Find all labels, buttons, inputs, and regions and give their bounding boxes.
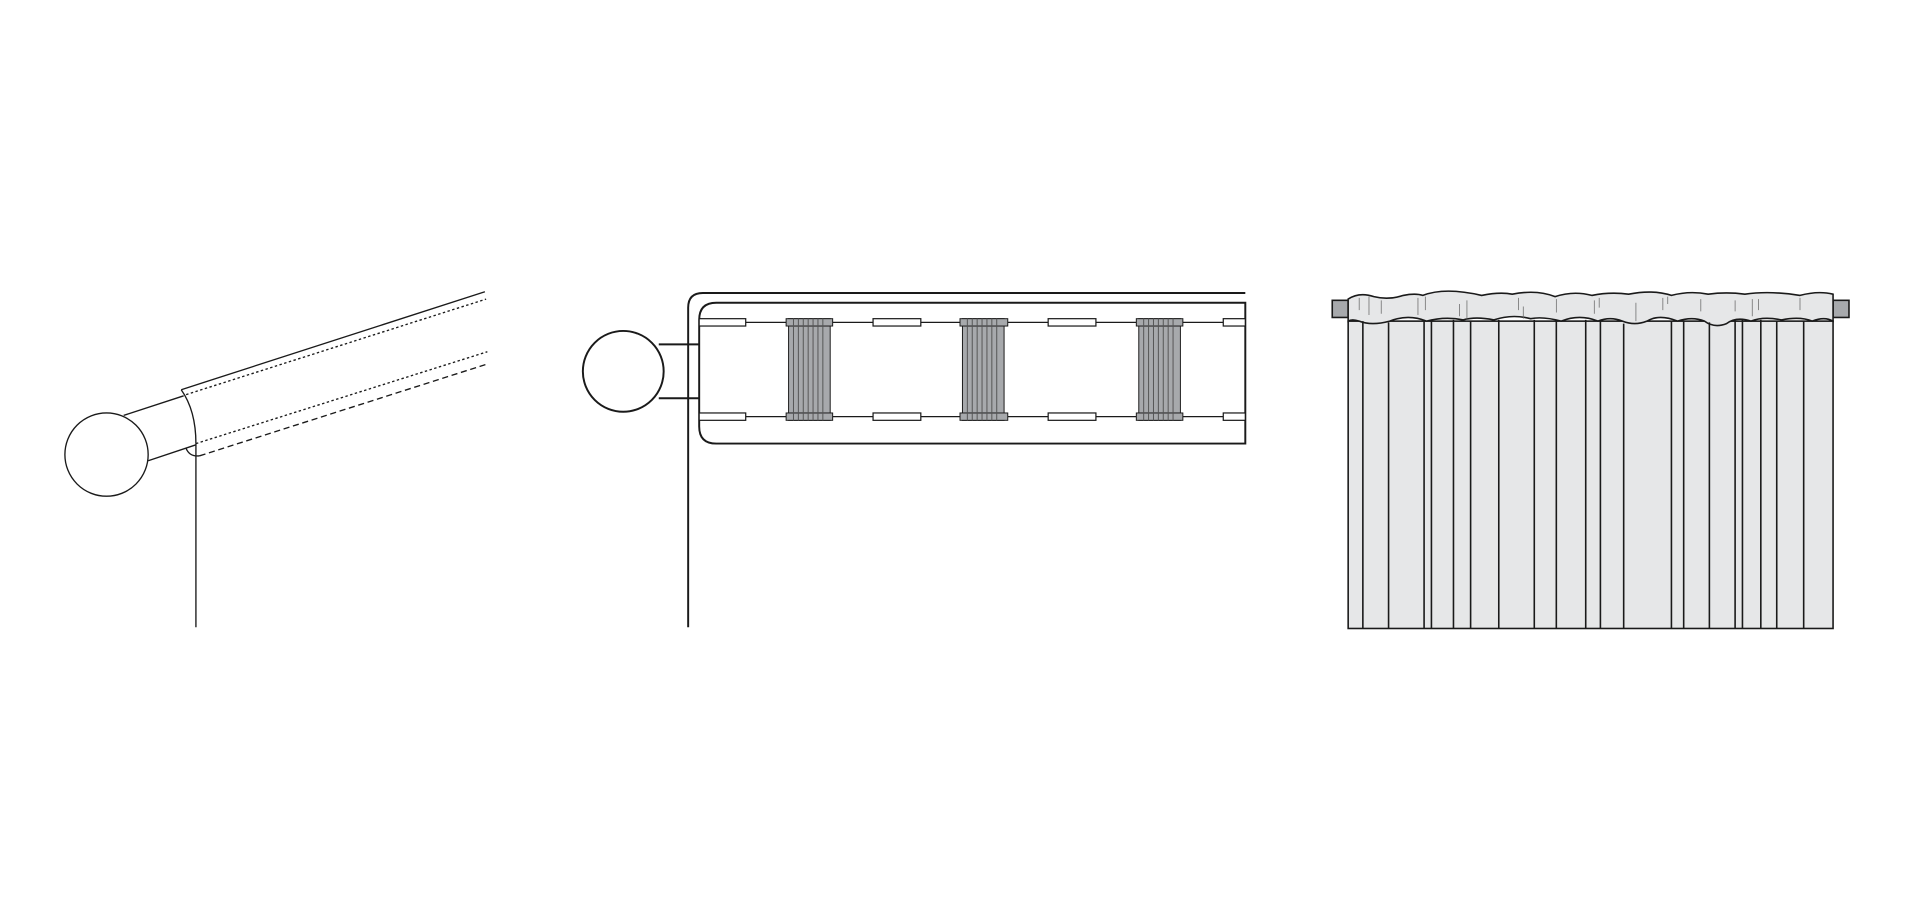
pocket-outline — [698, 301, 1247, 445]
finial-circle — [64, 412, 149, 497]
outer-fabric-line — [687, 291, 1246, 628]
heading-wrinkles — [1358, 296, 1801, 322]
stitch-line-bottom — [199, 363, 488, 457]
curtain-pleat-lines — [1362, 319, 1805, 629]
stitch-line-middle — [195, 351, 488, 445]
curtain-panel — [1347, 320, 1834, 630]
gather-1 — [785, 318, 834, 421]
finial-circle — [581, 329, 665, 413]
gather-3 — [1135, 318, 1184, 421]
rod-top-edge — [123, 395, 184, 417]
curtain-front-view — [1331, 290, 1850, 630]
rod-pocket-cross-section — [581, 291, 1247, 628]
pocket-end-curve — [180, 389, 197, 444]
rod-pocket-heading — [1347, 290, 1834, 327]
pocket-top-edge — [181, 291, 486, 391]
rod-bottom-edge — [147, 444, 197, 462]
pocket-hem-hook — [185, 448, 200, 457]
stitch-line-top — [185, 298, 487, 396]
finial-right — [1832, 299, 1850, 319]
gather-2 — [959, 318, 1009, 421]
gathered-fabric — [785, 318, 1184, 421]
rod-pocket-perspective — [64, 291, 488, 628]
finial-left — [1331, 299, 1349, 319]
